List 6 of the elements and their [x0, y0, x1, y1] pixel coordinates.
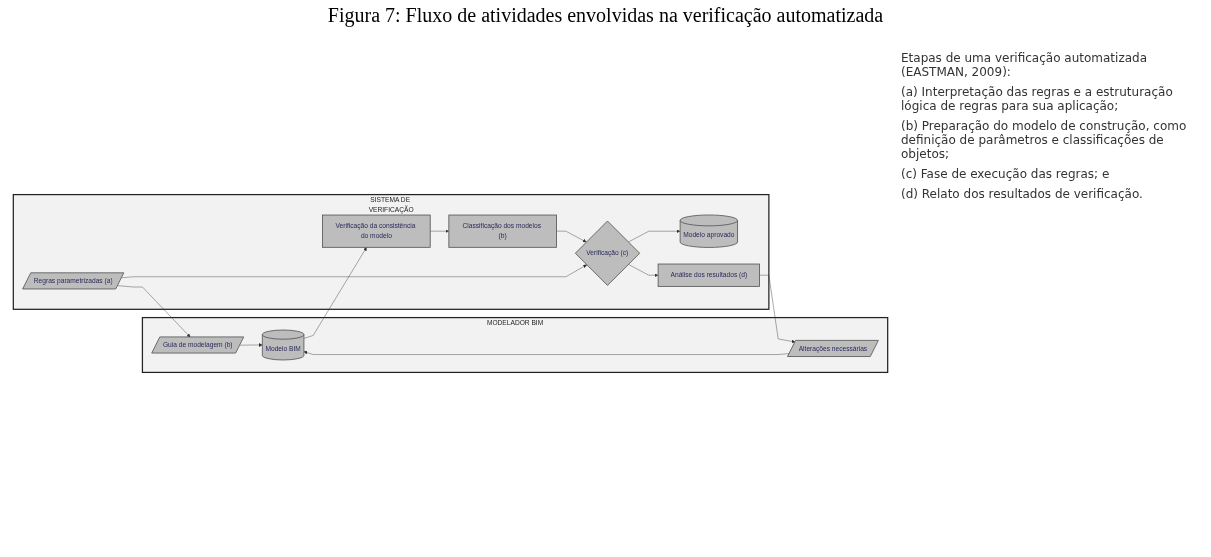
note-text: (c) Fase de execução das regras; e — [901, 167, 1111, 181]
note-text: (a) Interpretação das regras e a estruturação lógica de regras para sua aplicação; — [901, 85, 1174, 113]
note-text: Etapas de uma verificação automatizada (EASTMAN, 2009): — [901, 51, 1149, 79]
note-text: (b) Preparação do modelo de construção, como definição de parâmetros e classificações de objetos; — [901, 119, 1188, 161]
note-text: (d) Relato dos resultados de verificação. — [901, 187, 1144, 201]
figure-title: Figura 7: Fluxo de atividades envolvidas na verificação automatizada — [326, 4, 885, 27]
